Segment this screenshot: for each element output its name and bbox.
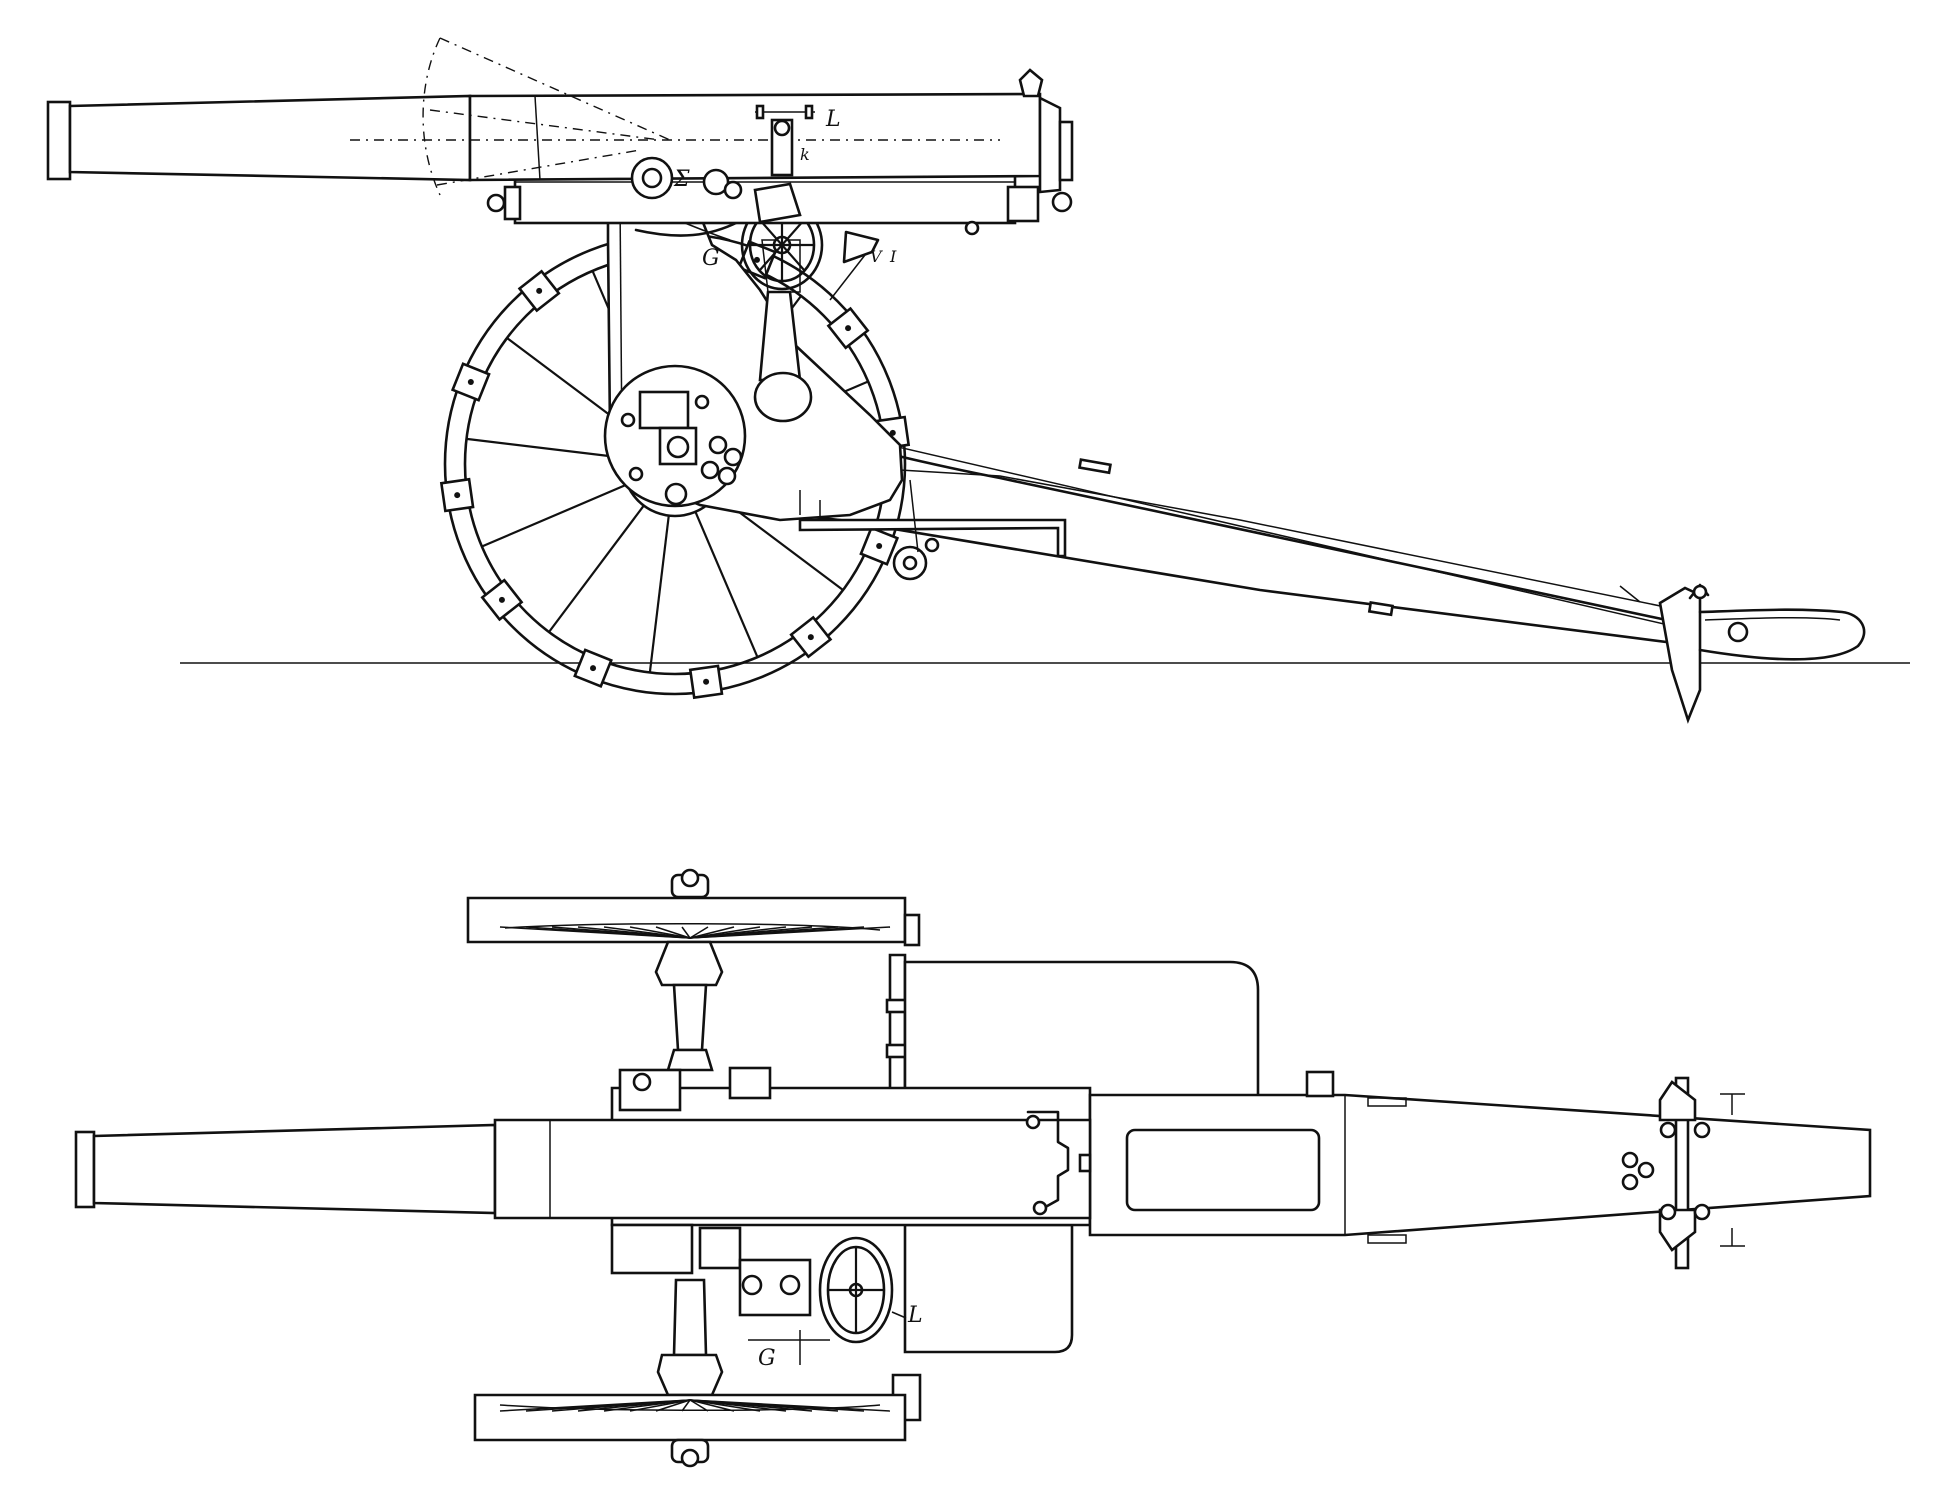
sight-bracket: V I <box>829 230 897 301</box>
wheel-spoke <box>694 511 759 658</box>
plate-bolt <box>498 596 505 603</box>
wheel-spoke <box>548 504 645 633</box>
plan-wheel-spoke <box>655 926 691 939</box>
plan-wheel-spoke <box>689 926 709 939</box>
side-barrel <box>46 68 1074 194</box>
plate-bolt <box>753 256 760 263</box>
trail-spade <box>1619 583 1866 724</box>
elevation-arc <box>422 37 671 196</box>
elevating-handwheel: G <box>702 199 824 291</box>
label-v: V <box>870 247 883 266</box>
plan-wheel-upper <box>466 868 921 947</box>
plan-wheel-spoke <box>629 926 691 939</box>
label-sigma: Σ <box>673 167 690 192</box>
plan-wheel-spoke <box>689 926 891 939</box>
wheel-spoke <box>648 515 670 673</box>
plan-wheel-spoke <box>681 926 691 939</box>
plan-wheel-lower <box>473 1393 907 1468</box>
plan-trail <box>1088 1070 1872 1244</box>
wheel-spoke <box>466 437 624 459</box>
label-g: G <box>702 246 720 271</box>
plan-wheel-spoke <box>603 1399 691 1412</box>
plan-barrel <box>74 1110 1092 1220</box>
plate-bolt <box>536 287 543 294</box>
plan-handwheel: L G <box>748 1236 923 1371</box>
label-k: k <box>800 145 810 164</box>
brake-lever <box>798 479 1067 581</box>
plate-bolt <box>876 542 883 549</box>
plan-shield <box>903 960 1260 1354</box>
plate-bolt <box>454 492 461 499</box>
plate-bolt <box>467 379 474 386</box>
plate-bolt <box>703 678 710 685</box>
label-l-plan: L <box>907 1303 923 1328</box>
label-l-side: L <box>825 107 841 132</box>
plan-wheel-spoke <box>629 1399 691 1412</box>
plate-bolt <box>807 634 814 641</box>
plan-trail-spade <box>1621 1076 1745 1270</box>
plan-wheel-spoke <box>689 1399 709 1412</box>
label-g-plan: G <box>758 1346 776 1371</box>
plan-axle-upper <box>654 940 911 1092</box>
plan-wheel-spoke <box>689 1399 891 1412</box>
plan-wheel-spoke <box>681 1399 691 1412</box>
plan-wheel-spoke <box>655 1399 691 1412</box>
plate-bolt <box>845 325 852 332</box>
side-elevation-view: N <box>46 37 1910 724</box>
plate-bolt <box>590 665 597 672</box>
plan-wheel-spoke <box>603 926 691 939</box>
label-i: I <box>889 247 897 266</box>
wheel-spoke <box>481 483 628 548</box>
elevating-screw <box>753 239 813 423</box>
plate-bolt <box>889 429 896 436</box>
axle-plate <box>603 364 747 508</box>
plan-view: L G <box>74 868 1872 1468</box>
sight-mount: L k Σ <box>630 104 841 224</box>
